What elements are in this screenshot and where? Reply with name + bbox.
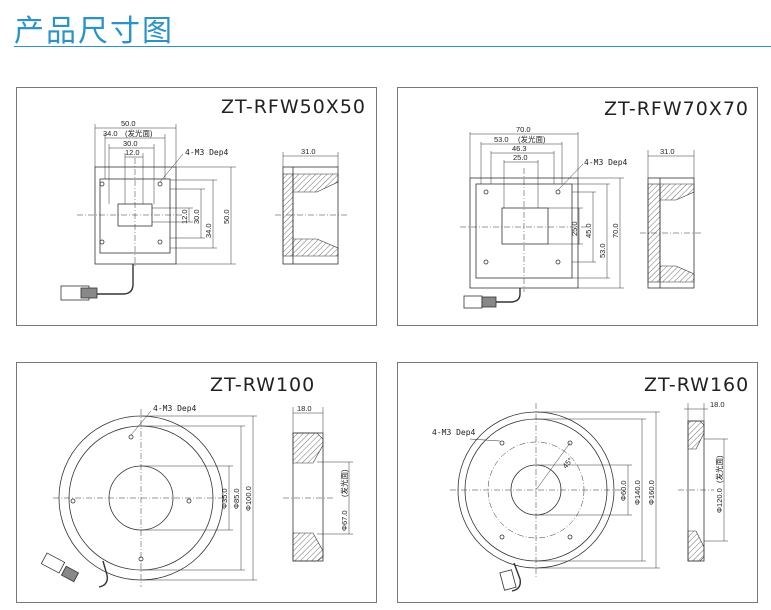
dim-lum-label: (发光面) (518, 134, 546, 144)
rfw50x50-drawing: 50.0 34.0 (发光面) 30.0 12.0 4-M3 Dep4 12.0… (60, 119, 347, 301)
title-divider (14, 46, 771, 47)
panel-title: ZT-RW100 (210, 374, 316, 396)
panel-title: ZT-RFW50X50 (220, 96, 366, 118)
dim-side-31: 31.0 (301, 147, 316, 156)
dim-dia-85: Φ85.0 (232, 488, 241, 509)
emitting-window (501, 207, 549, 245)
dim-width-30: 30.0 (123, 139, 138, 148)
dim-width-46: 46.3 (512, 144, 527, 153)
dim-width-70: 70.0 (516, 125, 531, 134)
dim-side-31: 31.0 (660, 147, 675, 156)
dim-dia-60: Φ60.0 (619, 480, 628, 501)
dim-angle-45: 45° (561, 456, 575, 470)
panel-rfw70x70: ZT-RFW70X70 (397, 87, 758, 326)
dim-width-12: 12.0 (125, 148, 140, 157)
hole-callout: 4-M3 Dep4 (185, 148, 229, 157)
dim-width-34: 34.0 (103, 129, 118, 138)
dim-dia-67: Φ67.0 (340, 510, 349, 531)
panel-rw100: ZT-RW100 (16, 362, 377, 603)
dim-height-50: 50.0 (222, 209, 231, 224)
dim-side-18: 18.0 (710, 400, 725, 409)
dim-dia-160: Φ160.0 (647, 480, 656, 505)
dim-dia-140: Φ140.0 (633, 480, 642, 505)
panel-title: ZT-RFW70X70 (603, 98, 749, 120)
panel-rw160: ZT-RW160 (397, 362, 758, 603)
dim-dia-120: Φ120.0 (715, 488, 724, 513)
page-title: 产品尺寸图 (14, 14, 174, 49)
dim-height-30: 30.0 (192, 209, 201, 224)
dim-lum-label: (发光面) (125, 128, 153, 138)
hole-callout: 4-M3 Dep4 (584, 158, 628, 167)
front-inner-frame (99, 178, 171, 254)
dim-side-18: 18.0 (297, 404, 312, 413)
front-outer-body (469, 177, 579, 289)
dim-lum-label: (发光面) (339, 469, 349, 497)
dim-width-50: 50.0 (121, 119, 136, 128)
hole-callout: 4-M3 Dep4 (153, 404, 197, 413)
dim-width-53: 53.0 (494, 135, 509, 144)
dim-height-12: 12.0 (180, 209, 189, 224)
dim-height-70: 70.0 (611, 223, 620, 238)
rw100-drawing: 4-M3 Dep4 18.0 Φ35.0 Φ85.0 Φ100.0 Φ67.0 … (40, 404, 353, 588)
hole-callout: 4-M3 Dep4 (432, 428, 476, 437)
dim-width-25: 25.0 (513, 153, 528, 162)
dim-height-34: 34.0 (204, 223, 213, 238)
front-outer-body (94, 166, 177, 265)
panel-rfw50x50: ZT-RFW50X50 (16, 87, 377, 326)
rw160-drawing: 4-M3 Dep4 45° 18.0 Φ60.0 Φ140.0 Φ160.0 Φ… (432, 400, 728, 592)
dim-height-53: 53.0 (598, 243, 607, 258)
panel-title: ZT-RW160 (644, 374, 750, 396)
dim-height-25: 25.0 (570, 221, 579, 236)
dim-lum-label: (发光面) (714, 455, 724, 483)
dim-dia-100: Φ100.0 (244, 486, 253, 511)
dim-dia-35: Φ35.0 (220, 488, 229, 509)
dim-height-45: 45.0 (584, 223, 593, 238)
rfw70x70-drawing: 70.0 53.0 (发光面) 46.3 25.0 4-M3 Dep4 25.0… (460, 125, 702, 309)
